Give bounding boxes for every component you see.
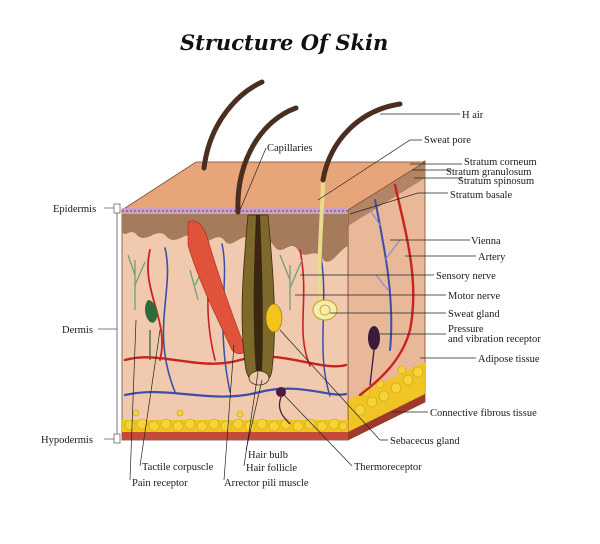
label-pain-receptor: Pain receptor [132, 478, 188, 489]
nerve-fibers [127, 254, 303, 310]
sweat-gland [312, 179, 338, 321]
label-stratum-basale: Stratum basale [450, 190, 512, 201]
label-hair-follicle: Hair follicle [246, 463, 297, 474]
label-vibration-receptor: and vibration receptor [448, 334, 541, 345]
label-capillaries: Capillaries [267, 143, 313, 154]
side-epidermis [348, 160, 425, 226]
label-arrector-pili: Arrector pili muscle [224, 478, 309, 489]
label-hair-bulb: Hair bulb [248, 450, 288, 461]
label-sweat-pore: Sweat pore [424, 135, 471, 146]
label-dermis: Dermis [62, 325, 93, 336]
label-thermoreceptor: Thermoreceptor [354, 462, 422, 473]
label-stratum-corneum: Stratum corneum [464, 157, 537, 168]
label-hypodermis: Hypodermis [41, 435, 93, 446]
diagram-title: Structure Of Skin [180, 30, 388, 55]
label-sweat-gland: Sweat gland [448, 309, 500, 320]
hairs [201, 79, 403, 215]
layer-bracket [98, 203, 121, 444]
label-sensory-nerve: Sensory nerve [436, 271, 496, 282]
label-motor-nerve: Motor nerve [448, 291, 501, 302]
label-tactile-corpuscle: Tactile corpuscle [142, 462, 214, 473]
sebaceous-gland [265, 303, 283, 333]
label-epidermis: Epidermis [53, 204, 96, 215]
epidermis-front [122, 210, 348, 262]
hair-follicle [241, 214, 275, 386]
label-hair: H air [462, 110, 484, 121]
label-artery: Artery [478, 252, 506, 263]
receptors [145, 300, 380, 425]
label-stratum-spinosum: Stratum spinosum [458, 176, 534, 187]
label-sebaceous-gland: Sebacecus gland [390, 436, 460, 447]
label-vienna: Vienna [471, 236, 501, 247]
label-stratum-granulosum: Stratum granulosum [446, 167, 531, 178]
adipose-globules [124, 365, 424, 432]
leader-lines [129, 113, 476, 481]
label-pressure: Pressure [448, 324, 484, 335]
label-connective-tissue: Connective fibrous tissue [430, 408, 537, 419]
label-adipose-tissue: Adipose tissue [478, 354, 540, 365]
